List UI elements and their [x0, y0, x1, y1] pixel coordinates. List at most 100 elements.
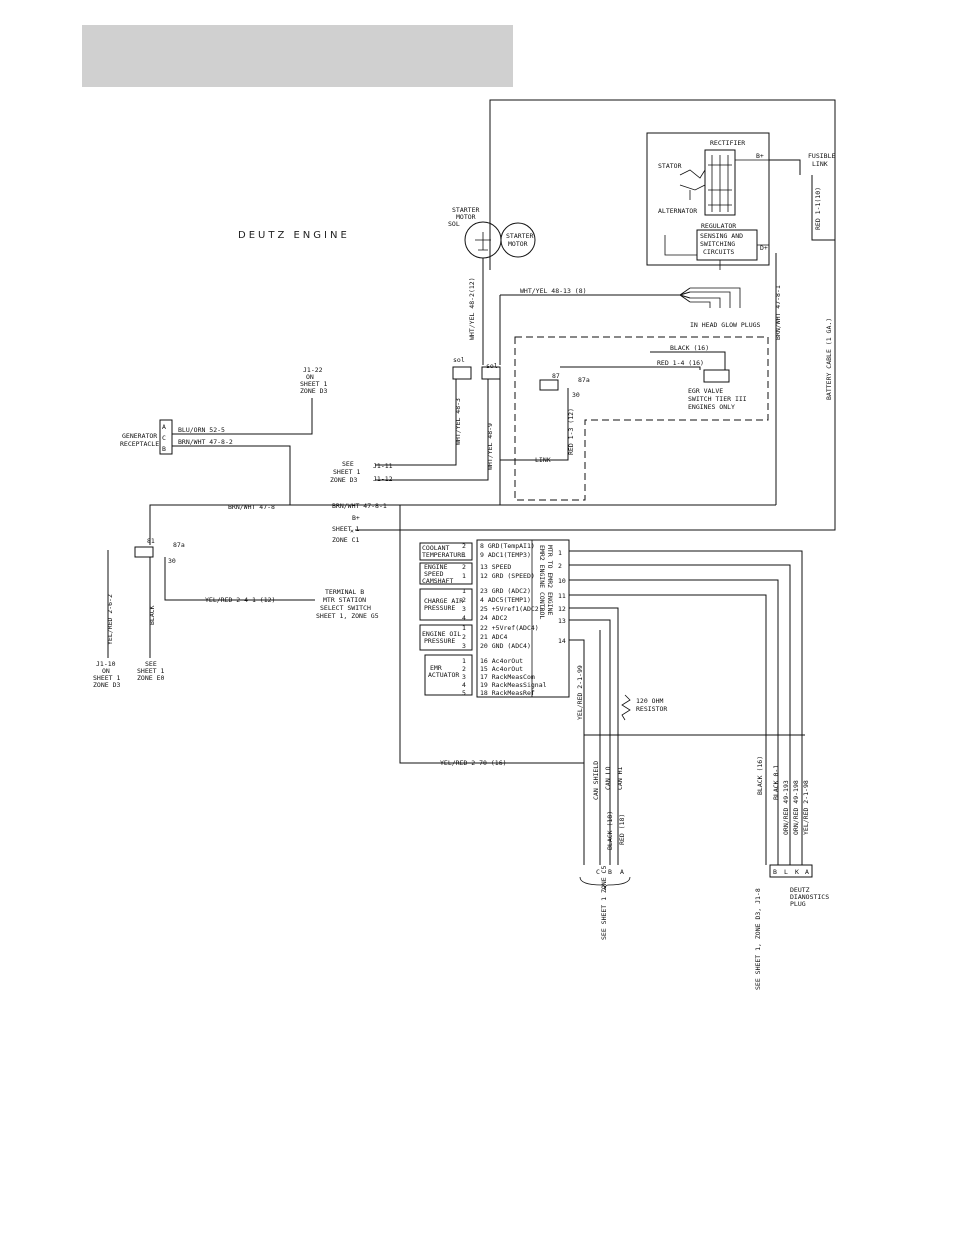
emr-label-1: EMR: [430, 664, 442, 672]
sensor-pin: 1: [462, 551, 466, 559]
wht-yel-48-13-wire: [499, 287, 691, 365]
gen-label-2: RECEPTACLE: [120, 440, 159, 448]
wht-yel-48-9-wire: [375, 379, 489, 481]
orn-red-49-193-label: ORN/RED 49-193: [782, 780, 790, 835]
starter-sol-label-3: SOL: [448, 220, 460, 228]
stator-label: STATOR: [658, 162, 682, 170]
see-b-label-3: ZONE E0: [137, 674, 164, 682]
main-relay-30: 30: [168, 557, 176, 565]
charge-label-1: CHARGE AIR: [424, 597, 463, 605]
sensor-pin: 3: [462, 605, 466, 613]
brn-wht-47-8-1-label-v: BRN/WHT 47-8-1: [774, 285, 782, 340]
oil-label-1: ENGINE OIL: [422, 630, 461, 638]
yel-red-2-6-2-label: YEL/RED 2-6-2: [106, 594, 114, 645]
j1-22-label-a: J1-22: [303, 366, 323, 374]
ecu-left-pin: 20 GND (ADC4): [480, 642, 531, 650]
see-b-label-1: SEE: [145, 660, 157, 668]
yel-red-2-4-1-label: YEL/RED 2-4-1 (12): [205, 596, 275, 604]
alternator-label: ALTERNATOR: [658, 207, 697, 215]
speed-label-3: CAMSHAFT: [422, 577, 453, 585]
wht-yel-48-9-label: WHT/YEL 48-9: [486, 423, 494, 470]
can-pin-a: A: [620, 868, 624, 876]
battery-loop: [355, 99, 836, 531]
brn-wht-47-8-label: BRN/WHT 47-8: [228, 503, 275, 511]
fusible-label-1: FUSIBLE: [808, 152, 835, 160]
blu-orn-wire: [172, 398, 313, 435]
starter-motor-label-1: STARTER: [506, 232, 533, 240]
wht-yel-48-2-label: WHT/YEL 48-2(12): [468, 277, 476, 340]
battery-cable-label: BATTERY CABLE (1 GA.): [825, 318, 833, 400]
ecu-left-pin: 4 ADC5(TEMP1): [480, 596, 531, 604]
ecu-right-pin: 11: [558, 592, 566, 600]
ecu-left-pin: 19 RackMeasSignal: [480, 681, 547, 689]
sensor-pin: 3: [462, 673, 466, 681]
egr-relay-87a: 87a: [578, 376, 590, 384]
terminal-label-4: SHEET 1, ZONE G5: [316, 612, 379, 620]
terminal-label-2: MTR STATION: [323, 596, 366, 604]
ecu-right-pin: 2: [558, 562, 562, 570]
red-1-1-label: RED 1-1(10): [814, 187, 822, 230]
ecu-left-pin: 18 RackMeasRef: [480, 689, 535, 697]
bplus-label-2: SHEET 1: [332, 525, 359, 533]
main-relay-81: 81: [147, 537, 155, 545]
sensor-pin: 2: [462, 563, 466, 571]
emr2-engine-control: [476, 539, 570, 698]
alt-b-plus-label: B+: [756, 152, 764, 160]
ecu-pin13-wire: [569, 619, 611, 865]
j1-22-label-b: ON: [306, 373, 314, 381]
regulator-block: [696, 229, 758, 261]
diagram-title: DEUTZ ENGINE: [238, 230, 350, 241]
ecu-pin1-wire: [569, 550, 803, 865]
rectifier-label: RECTIFIER: [710, 139, 745, 147]
ecu-left-pin: 13 SPEED: [480, 563, 511, 571]
alt-internal-wiring: [664, 159, 769, 270]
egr-relay-87: 87: [552, 372, 560, 380]
sensor-pin: 1: [462, 572, 466, 580]
black-16-wire: [650, 351, 726, 370]
black-16b-label: BLACK (16): [756, 756, 764, 795]
see-b-label-2: SHEET 1: [137, 667, 164, 675]
ecu-left-pin: 23 GRD (ADC2): [480, 587, 531, 595]
charge-label-2: PRESSURE: [424, 604, 455, 612]
can-lo-label: CAN LO: [604, 766, 612, 790]
red-1-3-wire: [500, 388, 569, 461]
coolant-label-1: COOLANT: [422, 544, 449, 552]
egr-relay: [539, 379, 559, 391]
ecu-left-pin: 24 ADC2: [480, 614, 507, 622]
fusible-label-2: LINK: [812, 160, 828, 168]
egr-valve-connector: [703, 369, 730, 383]
sol-a-label: sol: [453, 356, 465, 364]
sensing-label-3: CIRCUITS: [703, 248, 734, 256]
rectifier-diodes: [708, 155, 732, 212]
main-relay: [134, 546, 154, 558]
egr-dashed-enclosure: [514, 336, 769, 501]
brn-wht-47-8-wire: [149, 504, 776, 545]
sol-b: [481, 366, 501, 380]
red-18-label: RED (18): [618, 814, 626, 845]
yel-red-2-70-label: YEL/RED 2-70 (16): [440, 759, 507, 767]
see-sheet-1: SEE: [342, 460, 354, 468]
ecu-label-2: MTR TO EMR2 ENGINE: [546, 545, 554, 616]
main-relay-87a: 87a: [173, 541, 185, 549]
red-1-1-wire: [811, 175, 835, 241]
brn-wht-47-8-2-wire: [172, 445, 291, 505]
speed-label-1: ENGINE: [424, 563, 448, 571]
yel-red-2-1-98-label: YEL/RED 2-1-98: [802, 780, 810, 835]
blu-orn-label: BLU/ORN 52-5: [178, 426, 225, 434]
emr-label-2: ACTUATOR: [428, 671, 459, 679]
diag-pin-l: L: [784, 868, 788, 876]
wht-yel-48-3-label: WHT/YEL 48-3: [454, 398, 462, 445]
oil-pressure-sensor: [419, 624, 473, 651]
sensor-pin: 4: [462, 614, 466, 622]
ecu-right-pin: 13: [558, 617, 566, 625]
j1-10-label-b: ON: [102, 667, 110, 675]
orn-red-49-198-label: ORN/RED 49-198: [792, 780, 800, 835]
gen-pin-c: C: [162, 434, 166, 442]
ecu-left-pin: 17 RackMeasCom: [480, 673, 535, 681]
glow-plug-leads: [690, 287, 741, 308]
see-sheet-3: ZONE D3: [330, 476, 357, 484]
resistor-label-2: RESISTOR: [636, 705, 667, 713]
oil-label-2: PRESSURE: [424, 637, 455, 645]
ecu-left-pin: 15 Ac4orOut: [480, 665, 523, 673]
